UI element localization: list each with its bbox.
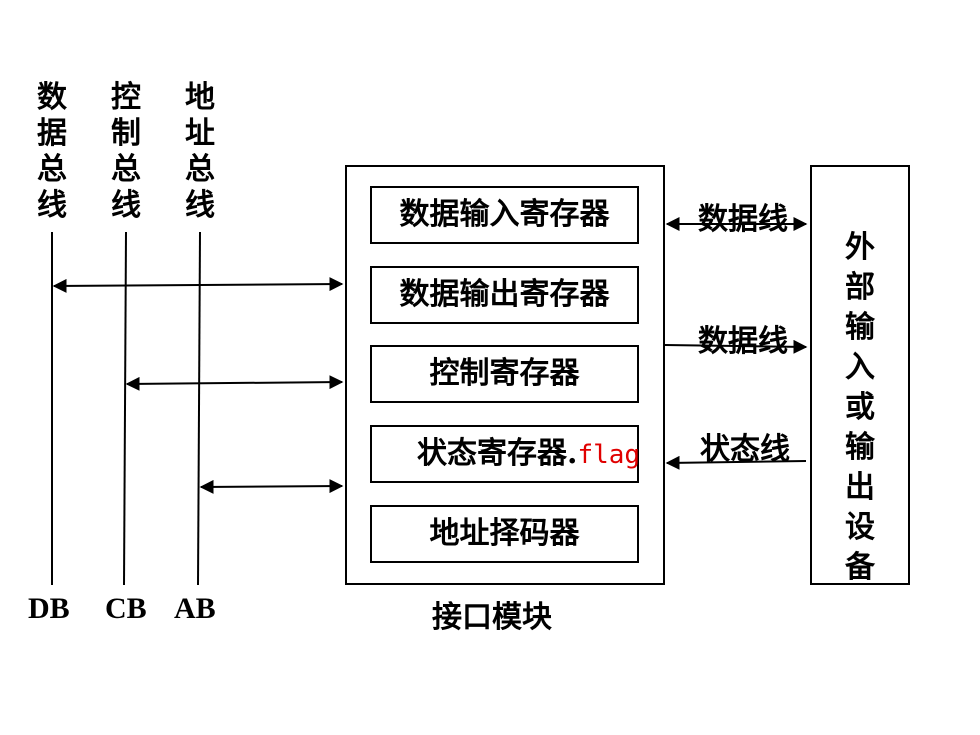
external-device-label: 外 部 输 入 或 输 出 设 备 bbox=[845, 230, 875, 585]
register-control: 控制寄存器 bbox=[370, 345, 639, 403]
flag-annotation: flag bbox=[577, 440, 641, 470]
cb-module-arrow bbox=[125, 375, 344, 391]
ab-module-arrow bbox=[199, 479, 344, 494]
db-module-arrow bbox=[52, 277, 344, 293]
register-data-output: 数据输出寄存器 bbox=[370, 266, 639, 324]
status-arrow bbox=[665, 455, 807, 470]
external-device bbox=[810, 165, 910, 585]
register-data-input: 数据输入寄存器 bbox=[370, 186, 639, 244]
bus-label-address: 地 址 总 线 bbox=[185, 80, 215, 223]
bus-label-data: 数 据 总 线 bbox=[37, 80, 67, 223]
register-address-decoder: 地址择码器 bbox=[370, 505, 639, 563]
line-label-status: 状态线 bbox=[700, 432, 790, 467]
bus-abbr-db: DB bbox=[28, 592, 70, 625]
line-label-data-in: 数据线 bbox=[698, 202, 788, 237]
module-title: 接口模块 bbox=[432, 600, 552, 635]
bus-label-control: 控 制 总 线 bbox=[111, 80, 141, 223]
bus-abbr-ab: AB bbox=[174, 592, 216, 625]
line-label-data-out: 数据线 bbox=[698, 324, 788, 359]
interface-module bbox=[345, 165, 665, 585]
bus-abbr-cb: CB bbox=[105, 592, 147, 625]
register-status: 状态寄存器.flag bbox=[370, 425, 641, 483]
data-out-arrow bbox=[664, 339, 808, 354]
register-status-label: 状态寄存器. bbox=[417, 436, 578, 471]
